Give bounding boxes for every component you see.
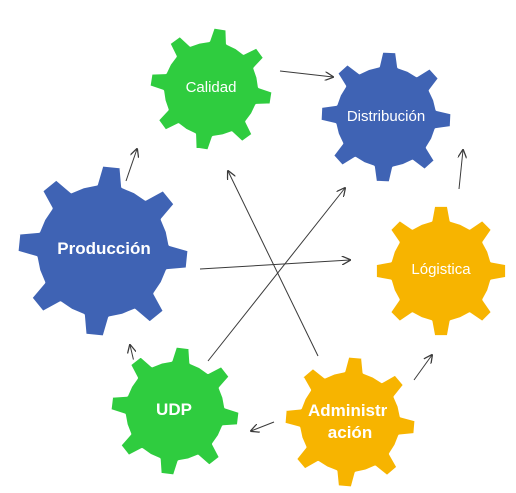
edge-udp-to-distribucion: [207, 188, 345, 362]
edge-administracion-to-calidad: [228, 171, 319, 357]
gear-calidad: Calidad: [147, 25, 275, 153]
gear-distribucion: Distribución: [318, 49, 454, 185]
gear-icon: [318, 49, 454, 185]
gear-label-distribucion: Distribución: [347, 108, 425, 125]
gear-icon: [373, 203, 509, 339]
gear-label-administracion: Administr ación: [308, 401, 392, 442]
gear-label-produccion: Producción: [57, 239, 151, 258]
gear-label-calidad: Calidad: [186, 79, 237, 96]
edge-logistica-to-distribucion: [459, 150, 463, 190]
gear-icon: [147, 25, 275, 153]
edge-calidad-to-distribucion: [279, 70, 333, 77]
gear-icon: [282, 354, 418, 490]
gear-icon: [108, 344, 242, 478]
edge-udp-to-produccion: [130, 345, 134, 363]
edge-produccion-to-calidad: [125, 149, 137, 182]
edge-administracion-to-udp: [251, 421, 275, 431]
edge-administracion-to-logistica: [413, 355, 432, 381]
gear-administracion: Administr ación: [282, 354, 418, 490]
connector-layer: [125, 70, 463, 431]
gear-icon: [15, 163, 191, 339]
gear-logistica: Lógistica: [373, 203, 509, 339]
gear-label-udp: UDP: [156, 400, 192, 419]
gear-produccion: Producción: [15, 163, 191, 339]
edge-produccion-to-logistica: [199, 260, 350, 270]
gear-udp: UDP: [108, 344, 242, 478]
gear-label-logistica: Lógistica: [411, 261, 471, 278]
